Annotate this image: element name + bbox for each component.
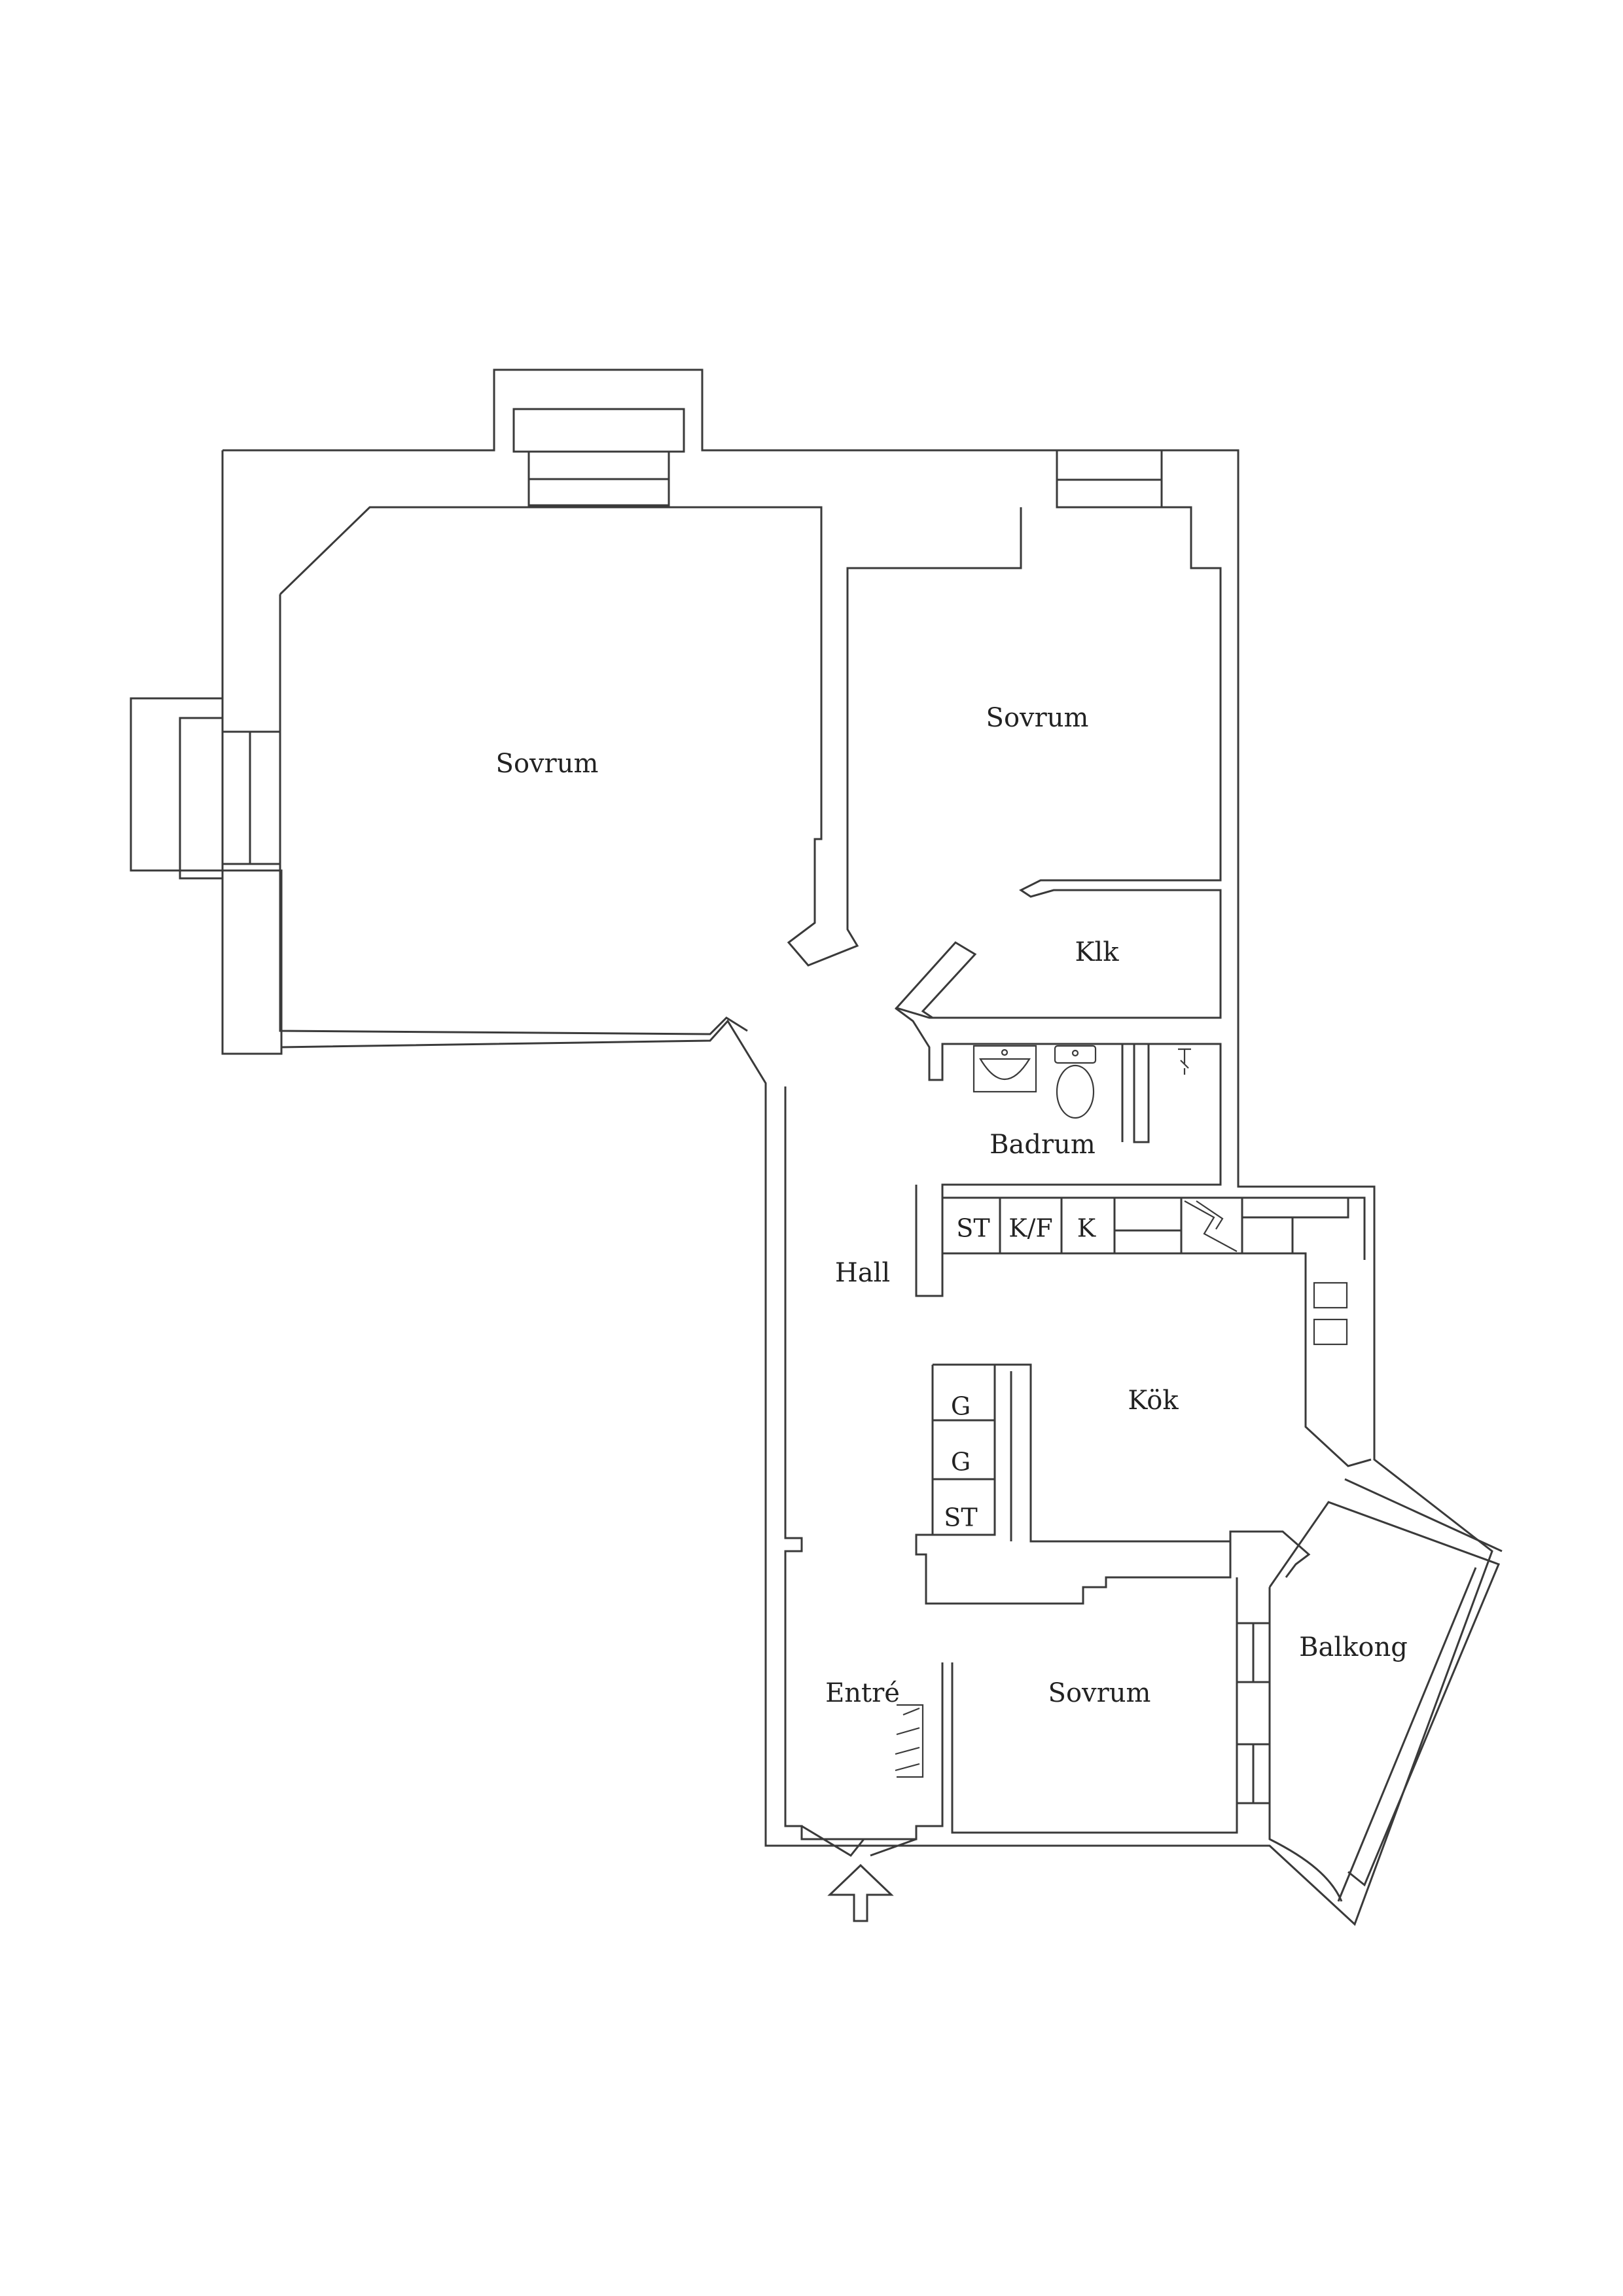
room-label-entre: Entré <box>825 1678 900 1708</box>
room-label-kok: Kök <box>1128 1386 1179 1416</box>
fixture-label-st-top: ST <box>956 1214 990 1243</box>
balcony-outline <box>1268 1478 1503 1902</box>
fixture-label-g-two: G <box>951 1448 971 1477</box>
coat-rack-icon <box>895 1704 924 1778</box>
fixture-label-kf-top: K/F <box>1008 1214 1053 1243</box>
shower-icon <box>1178 1048 1191 1075</box>
chimney-top <box>512 408 685 507</box>
upper-right-bedroom-walls <box>895 506 1222 1198</box>
window-northeast <box>1056 450 1163 509</box>
room-label-balkong: Balkong <box>1299 1632 1408 1662</box>
room-label-klk: Klk <box>1075 937 1120 967</box>
electrical-panel-icon <box>1184 1200 1238 1252</box>
room-label-sovrum-upper-right: Sovrum <box>986 703 1089 733</box>
fixture-label-k-top: K <box>1077 1214 1096 1243</box>
fixture-label-st-bottom: ST <box>944 1503 977 1532</box>
wardrobe-block <box>915 1363 1311 1605</box>
chimney-west <box>179 717 280 880</box>
stove-icon <box>1313 1282 1348 1346</box>
entrance-arrow-icon <box>827 1863 894 1922</box>
kitchen-walls <box>915 1185 1372 1467</box>
room-label-sovrum-lower: Sovrum <box>1048 1678 1151 1708</box>
room-label-badrum: Badrum <box>990 1130 1096 1160</box>
hall-walls <box>784 1086 944 1857</box>
room-label-sovrum-large: Sovrum <box>496 749 599 779</box>
outer-walls <box>130 368 1493 1926</box>
sink-icon <box>972 1045 1037 1093</box>
room-label-hall: Hall <box>835 1258 890 1288</box>
toilet-icon <box>1054 1045 1097 1119</box>
fixture-label-g-one: G <box>951 1392 971 1421</box>
large-bedroom-walls <box>279 506 1022 1035</box>
